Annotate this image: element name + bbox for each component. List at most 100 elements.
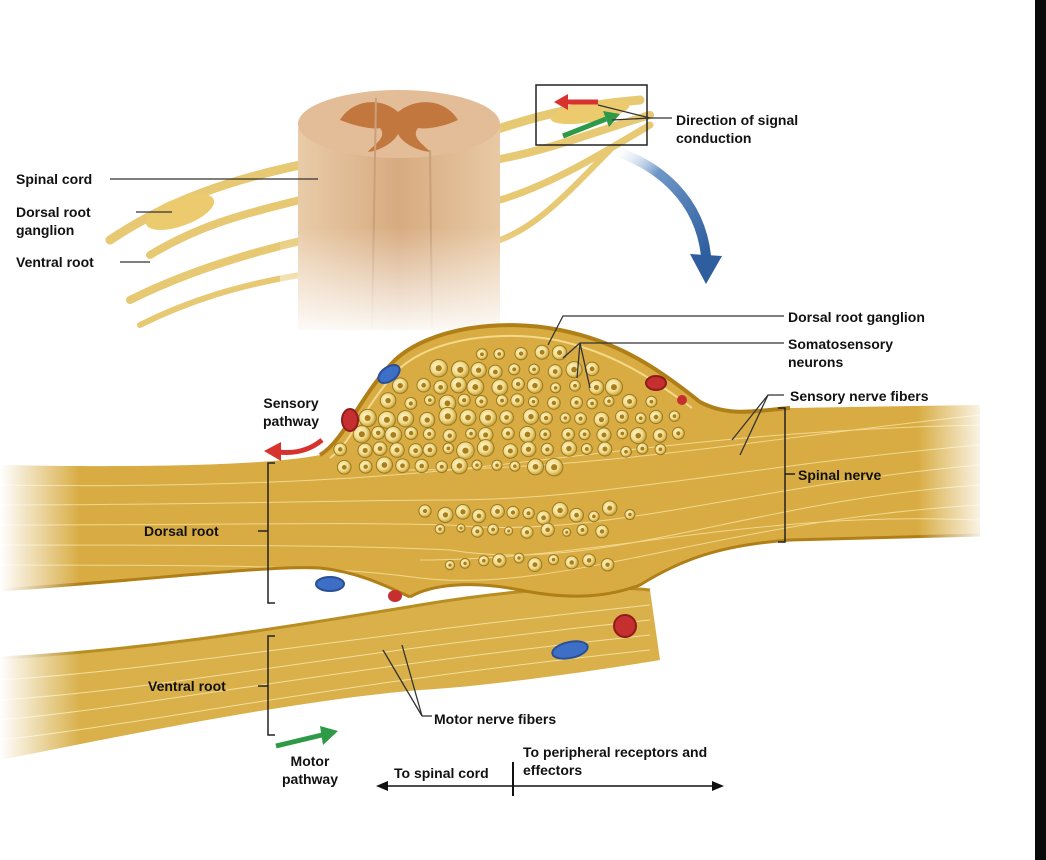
neuron-nucleus	[532, 382, 538, 389]
neuron-nucleus	[518, 351, 524, 356]
neuron-nucleus	[504, 415, 509, 420]
signal-direction-box	[535, 84, 648, 146]
neuron-nucleus	[532, 367, 536, 372]
neuron-nucleus	[571, 366, 577, 373]
neuron-nucleus	[620, 431, 625, 436]
neuron-nucleus	[551, 557, 556, 562]
neuron-nucleus	[419, 463, 425, 469]
neuron-nucleus	[408, 430, 414, 436]
neuron-nucleus	[476, 513, 482, 519]
neuron-nucleus	[485, 414, 492, 421]
label-dorsal-root-ganglion-top: Dorsal root ganglion	[16, 204, 91, 238]
vein-icon	[551, 640, 589, 660]
label-to-spinal-cord: To spinal cord	[394, 765, 489, 781]
neuron-nucleus	[427, 447, 433, 453]
artery-icon	[613, 614, 637, 638]
neuron-nucleus	[400, 463, 405, 469]
neuron-nucleus	[364, 414, 371, 422]
neuron-nucleus	[480, 352, 484, 357]
neuron-nucleus	[649, 399, 654, 404]
neuron-nucleus	[517, 556, 521, 560]
neuron-nucleus	[463, 561, 467, 566]
label-somatosensory-neurons: Somatosensory neurons	[788, 336, 894, 370]
neuron-nucleus	[526, 511, 531, 516]
direction-axis	[376, 762, 724, 796]
neuron-nucleus	[553, 386, 558, 390]
neuron-nucleus	[574, 400, 579, 405]
neuron-nucleus	[375, 430, 381, 436]
neuron-nucleus	[676, 431, 681, 436]
neuron-nucleus	[524, 431, 531, 438]
neuron-nucleus	[427, 431, 432, 437]
neuron-nucleus	[619, 414, 625, 419]
label-motor-nerve-fibers: Motor nerve fibers	[434, 711, 557, 727]
neuron-nucleus	[381, 462, 388, 468]
neuron-nucleus	[607, 505, 613, 511]
blood-vessels	[315, 364, 687, 660]
label-sensory-pathway: Sensory pathway	[262, 395, 319, 429]
label-ventral-root: Ventral root	[148, 678, 226, 694]
label-dorsal-root: Dorsal root	[144, 523, 219, 539]
neuron-nucleus	[483, 432, 489, 438]
artery-icon	[645, 375, 667, 391]
neuron-nucleus	[448, 563, 452, 567]
neuron-nucleus	[465, 414, 471, 421]
artery-icon	[677, 395, 687, 405]
neuron-nucleus	[653, 414, 659, 420]
neuron-nucleus	[402, 415, 409, 422]
neuron-nucleus	[610, 384, 617, 391]
neuron-nucleus	[551, 464, 558, 471]
neuron-nucleus	[507, 448, 513, 454]
neuron-nucleus	[512, 367, 517, 372]
label-motor-pathway: Motor pathway	[281, 753, 338, 787]
neuron-nucleus	[422, 508, 428, 514]
neuron-nucleus	[462, 447, 469, 454]
neuron-nucleus	[362, 447, 368, 453]
vein-icon	[377, 364, 401, 384]
neuron-nucleus	[624, 449, 628, 454]
neuron-nucleus	[590, 401, 594, 406]
neuron-nucleus	[528, 413, 534, 420]
neuron-nucleus	[496, 558, 502, 563]
neuron-nucleus	[427, 398, 432, 403]
neuron-nucleus	[492, 369, 498, 375]
neuron-nucleus	[578, 416, 583, 421]
neuron-nucleus	[337, 447, 343, 452]
neuron-nucleus	[566, 445, 572, 452]
neuron-nucleus	[507, 529, 511, 533]
neuron-nucleus	[580, 528, 585, 532]
neuron-nucleus	[601, 432, 607, 438]
neuron-nucleus	[573, 383, 577, 388]
neuron-nucleus	[442, 512, 449, 518]
neuron-nucleus	[482, 445, 489, 451]
neuron-nucleus	[565, 432, 571, 437]
neuron-nucleus	[462, 398, 467, 403]
neuron-nucleus	[551, 400, 557, 406]
neuron-nucleus	[497, 384, 503, 391]
neuron-nucleus	[438, 384, 443, 390]
neuron-nucleus	[569, 560, 574, 565]
neuron-nucleus	[586, 558, 592, 563]
sensory-pathway-arrow	[264, 438, 324, 461]
neuron-nucleus	[510, 510, 516, 515]
neuron-nucleus	[358, 431, 365, 438]
label-to-peripheral: To peripheral receptors and effectors	[523, 744, 708, 778]
neuron-nucleus	[557, 507, 563, 514]
neuron-nucleus	[385, 397, 391, 404]
leader-lines	[110, 104, 784, 717]
neuron-nucleus	[446, 446, 451, 451]
neuron-nucleus	[599, 529, 605, 534]
neuron-nucleus	[500, 398, 505, 403]
label-spinal-nerve: Spinal nerve	[798, 467, 882, 483]
neuron-nucleus	[532, 463, 539, 470]
spinal-cord-illustration	[105, 90, 654, 340]
neuron-nucleus	[421, 382, 427, 388]
neuron-nucleus	[469, 431, 473, 436]
neuron-nucleus	[397, 382, 403, 389]
neuron-nucleus	[390, 431, 397, 438]
neuron-nucleus	[444, 400, 451, 407]
neuron-nucleus	[475, 367, 482, 373]
neuron-nucleus	[515, 398, 520, 403]
neuron-nucleus	[495, 463, 499, 468]
motor-pathway-arrow	[275, 726, 338, 749]
